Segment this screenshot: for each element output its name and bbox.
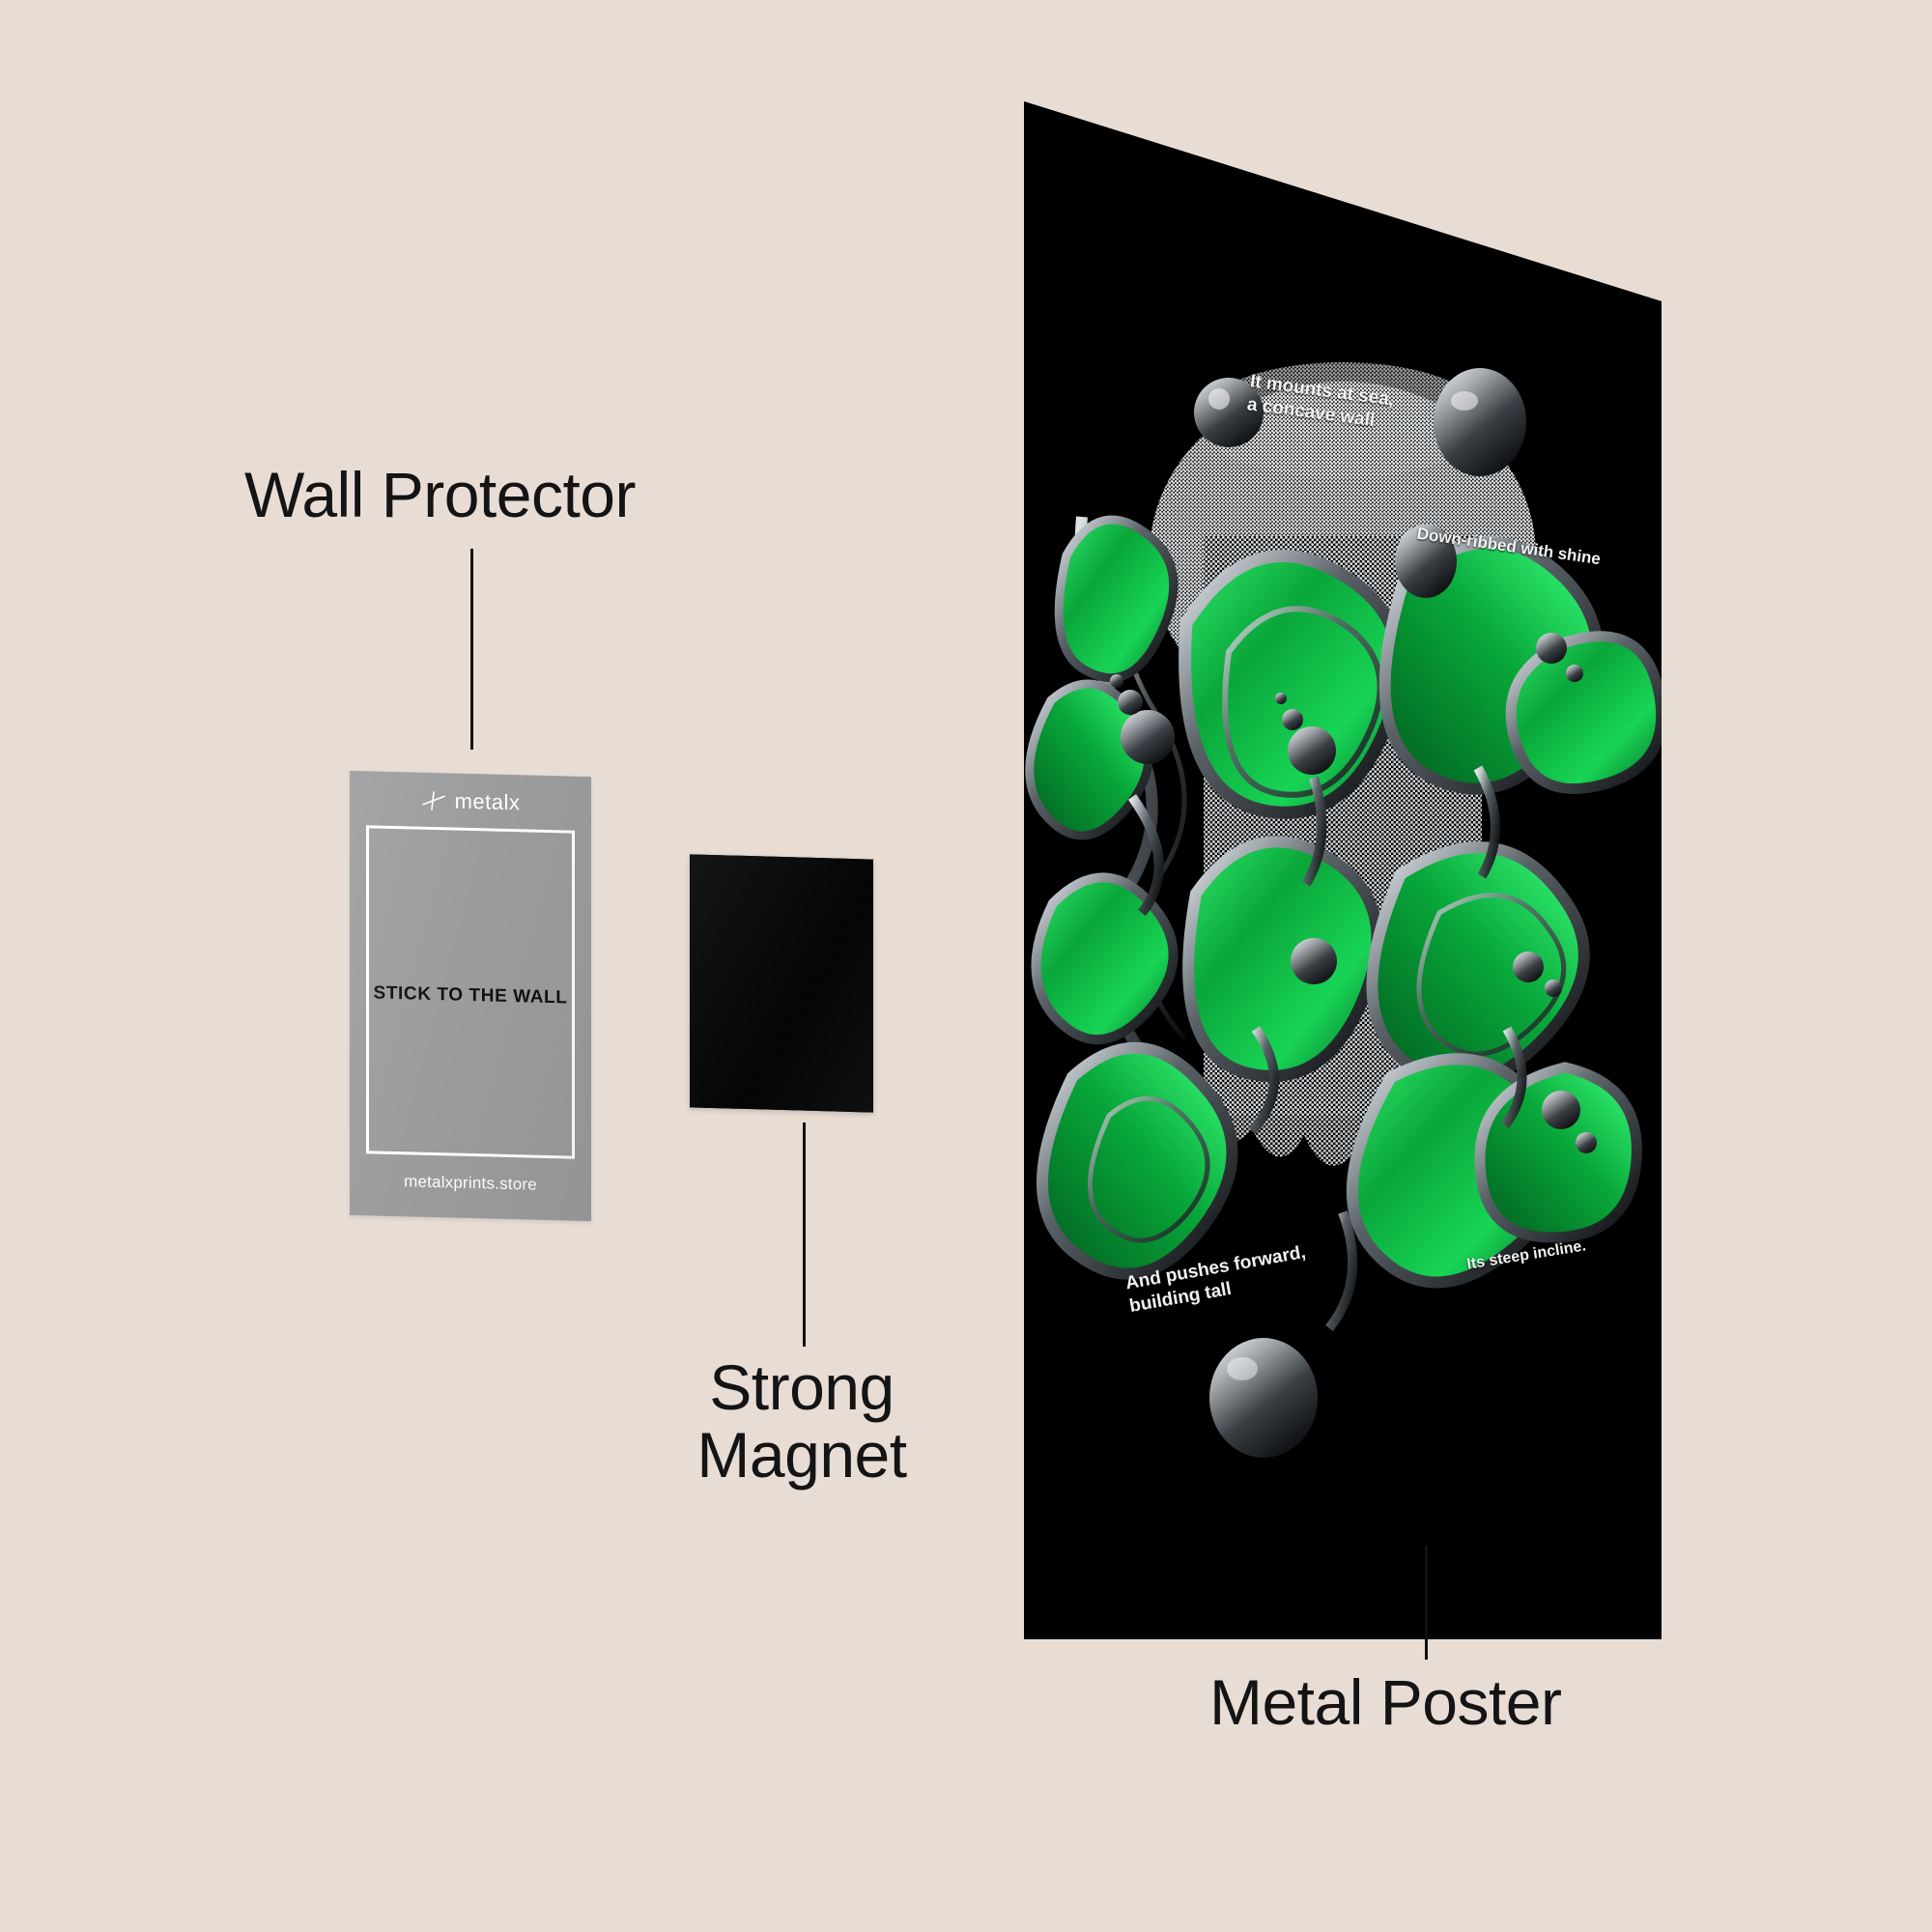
leader-line-strong-magnet (803, 1122, 806, 1347)
metal-poster-panel[interactable]: It mounts at sea, a concave wall Down-ri… (1024, 101, 1662, 1639)
card-store-url: metalxprints.store (404, 1172, 537, 1194)
brand-logo: metalx (350, 786, 591, 817)
callout-label-metal-poster: Metal Poster (1209, 1666, 1562, 1738)
strong-magnet-square[interactable] (690, 854, 873, 1113)
poster-artwork (1024, 101, 1662, 1639)
chrome-spheres (1110, 368, 1597, 1458)
leader-line-metal-poster (1425, 1546, 1428, 1660)
wall-protector-card[interactable]: metalx STICK TO THE WALL metalxprints.st… (350, 770, 591, 1222)
poster-abstract-art (1024, 101, 1662, 1639)
callout-label-wall-protector: Wall Protector (244, 459, 636, 530)
callout-label-strong-magnet: Strong Magnet (696, 1351, 907, 1491)
metalx-cross-icon (421, 791, 445, 810)
brand-name: metalx (454, 788, 521, 815)
leader-line-wall-protector (470, 549, 473, 750)
